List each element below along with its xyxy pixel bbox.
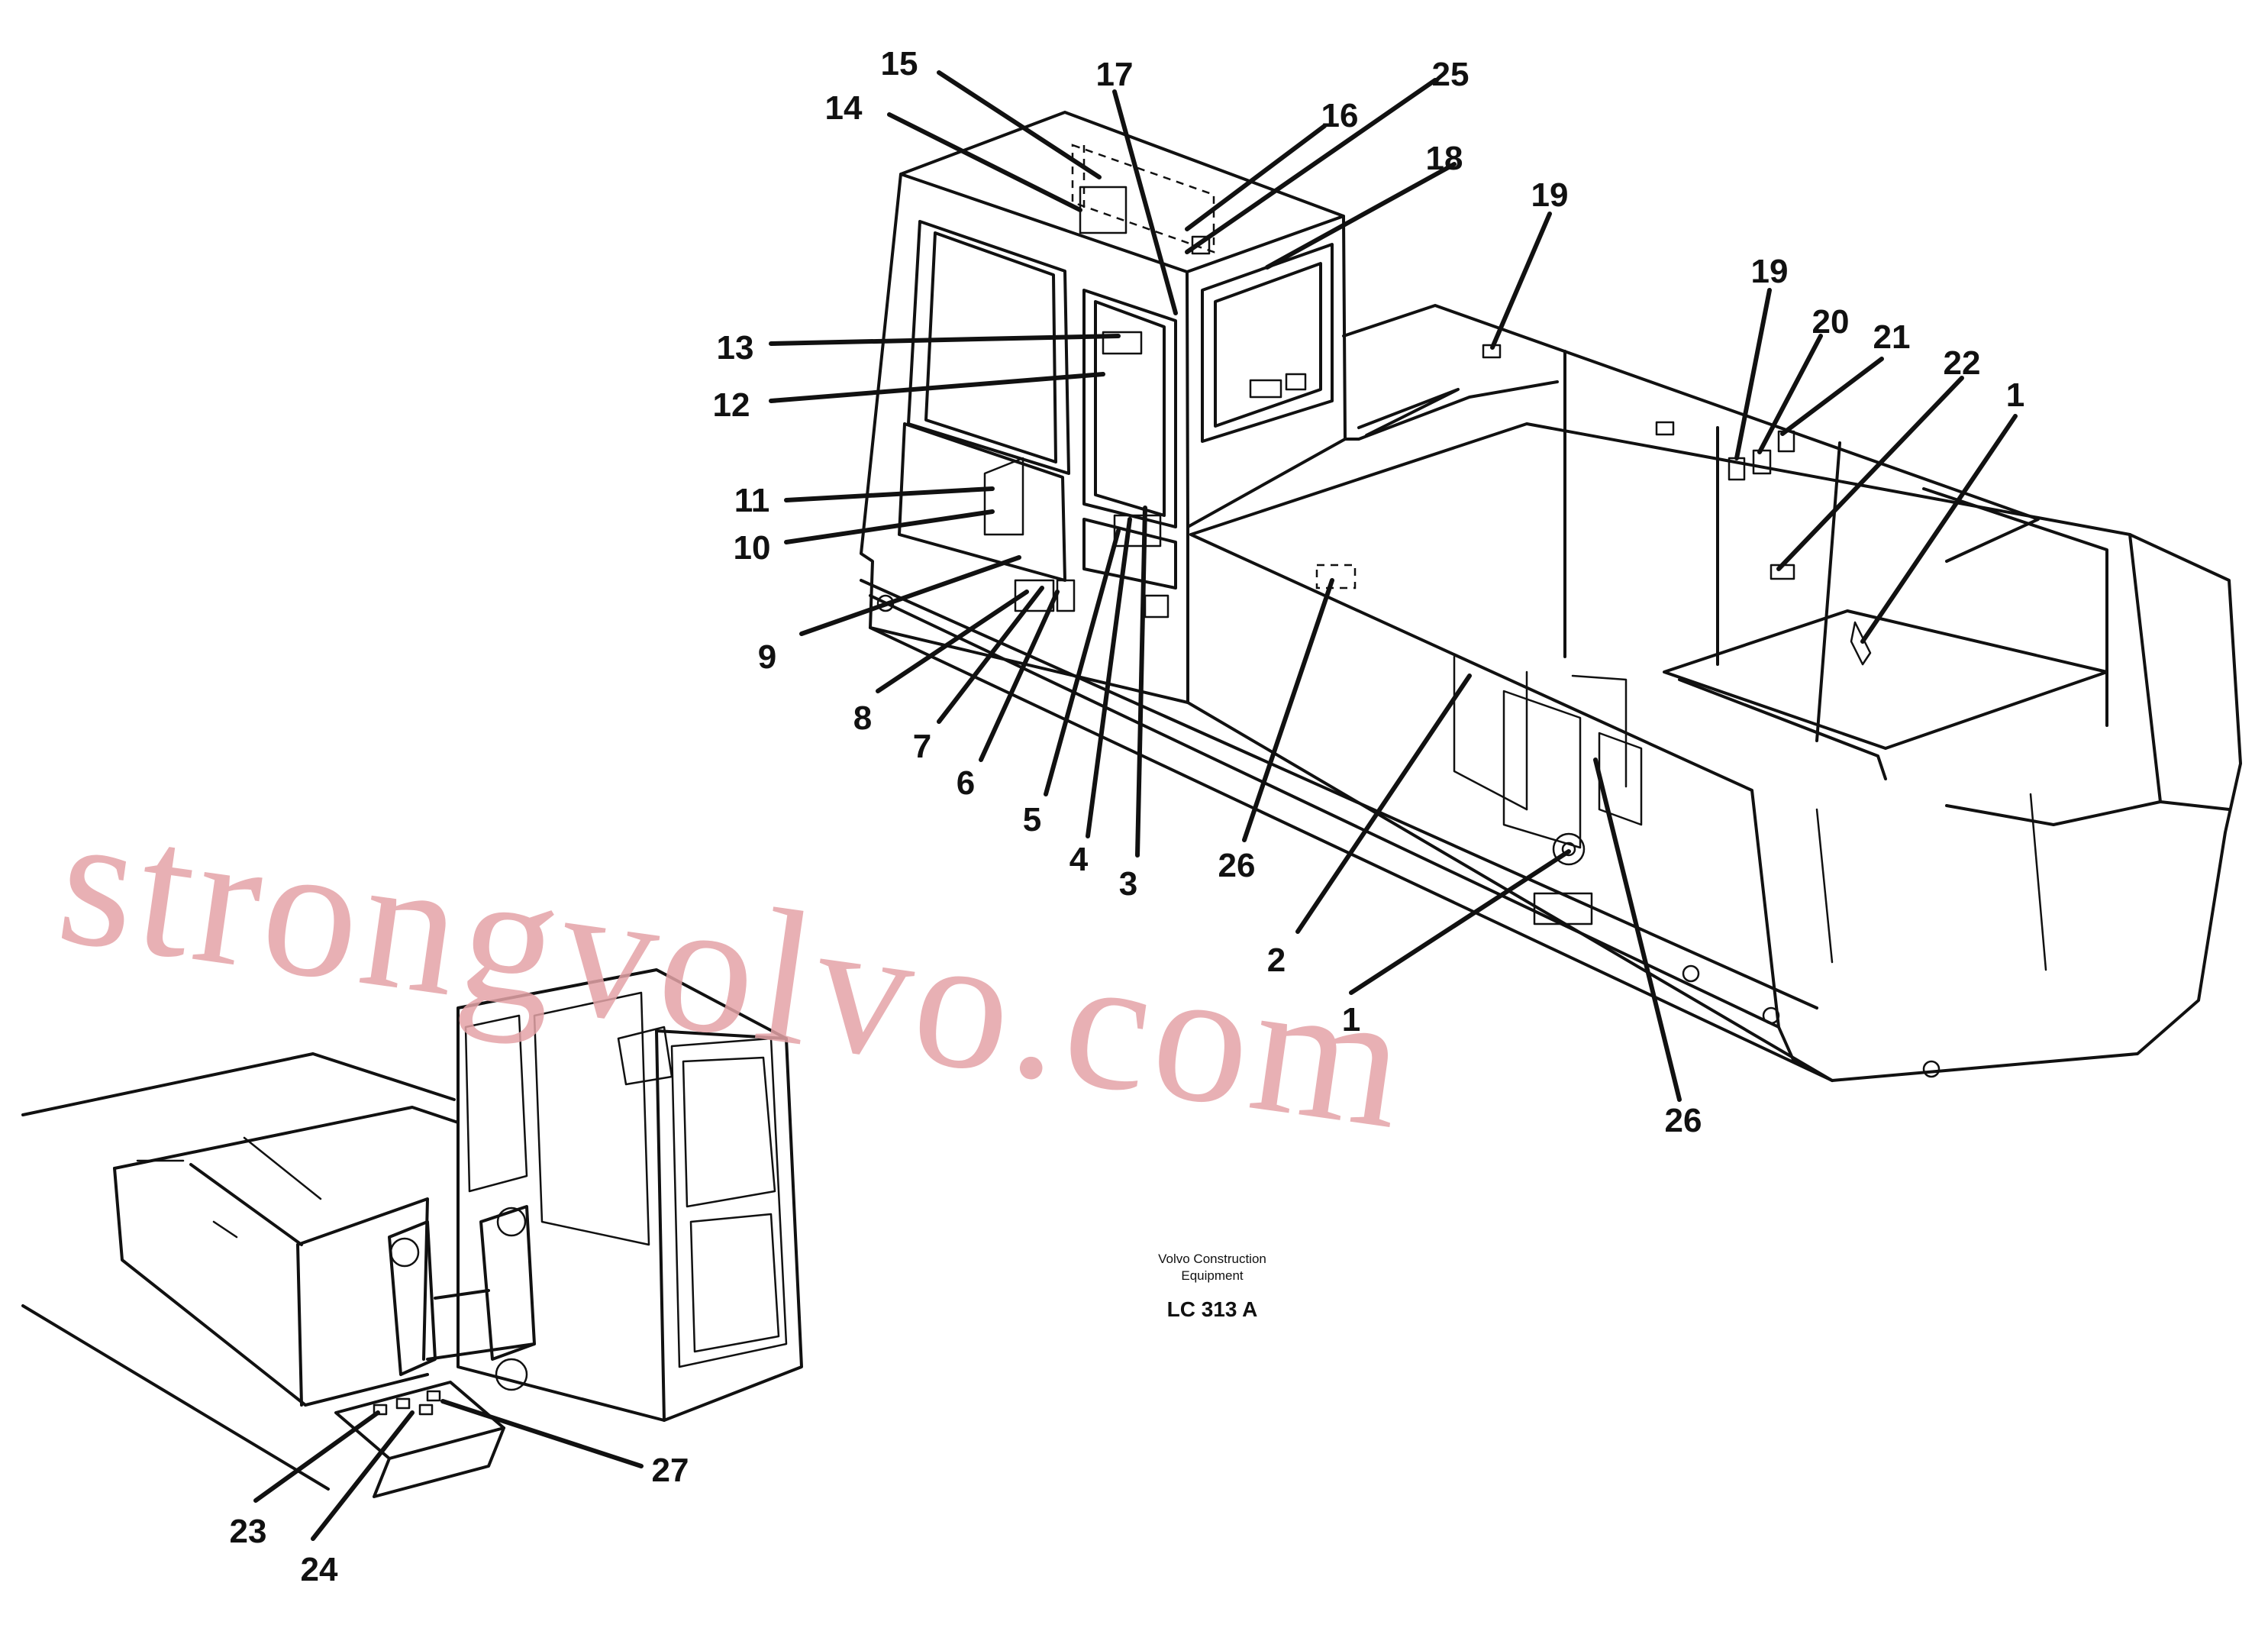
callout-17: 17 [1096, 56, 1134, 93]
main-machine-drawing [860, 111, 2242, 1082]
callout-16: 16 [1321, 97, 1359, 134]
caption-company-line1: Volvo Construction [1158, 1252, 1266, 1266]
callout-19b: 19 [1751, 253, 1789, 290]
callout-13: 13 [717, 329, 754, 367]
callout-23: 23 [230, 1513, 267, 1550]
callout-2: 2 [1267, 942, 1286, 979]
callout-19a: 19 [1531, 176, 1569, 214]
secondary-machine-drawing [21, 968, 803, 1498]
caption-reference: LC 313 A [1167, 1297, 1258, 1321]
callout-18: 18 [1426, 140, 1463, 177]
callout-24: 24 [301, 1551, 338, 1588]
figure-caption: Volvo Construction Equipment LC 313 A [1158, 1252, 1266, 1321]
callout-6: 6 [957, 764, 975, 802]
callout-14: 14 [825, 89, 863, 127]
callout-labels: 15 17 25 14 16 18 19 19 20 21 22 1 13 12… [230, 45, 2025, 1588]
callout-27: 27 [652, 1452, 689, 1489]
callout-26b: 26 [1665, 1102, 1702, 1139]
leader-lines [253, 70, 2018, 1541]
callout-12: 12 [713, 386, 750, 424]
callout-21: 21 [1873, 318, 1911, 356]
callout-26a: 26 [1218, 847, 1256, 884]
callout-15: 15 [881, 45, 918, 82]
callout-22: 22 [1944, 344, 1981, 382]
watermark: strongvolvo.com [47, 771, 1421, 1170]
callout-5: 5 [1023, 801, 1041, 838]
callout-25: 25 [1432, 56, 1470, 93]
callout-1a: 1 [2006, 376, 2024, 414]
watermark-text: strongvolvo.com [47, 771, 1421, 1170]
callout-20: 20 [1812, 303, 1850, 341]
callout-7: 7 [913, 728, 931, 765]
callout-9: 9 [758, 638, 776, 676]
callout-3: 3 [1119, 865, 1137, 903]
caption-company-line2: Equipment [1181, 1268, 1244, 1283]
callout-8: 8 [853, 699, 872, 737]
callout-4: 4 [1069, 841, 1089, 878]
callout-1b: 1 [1342, 1001, 1360, 1039]
callout-11: 11 [734, 482, 770, 519]
callout-10: 10 [734, 529, 771, 567]
